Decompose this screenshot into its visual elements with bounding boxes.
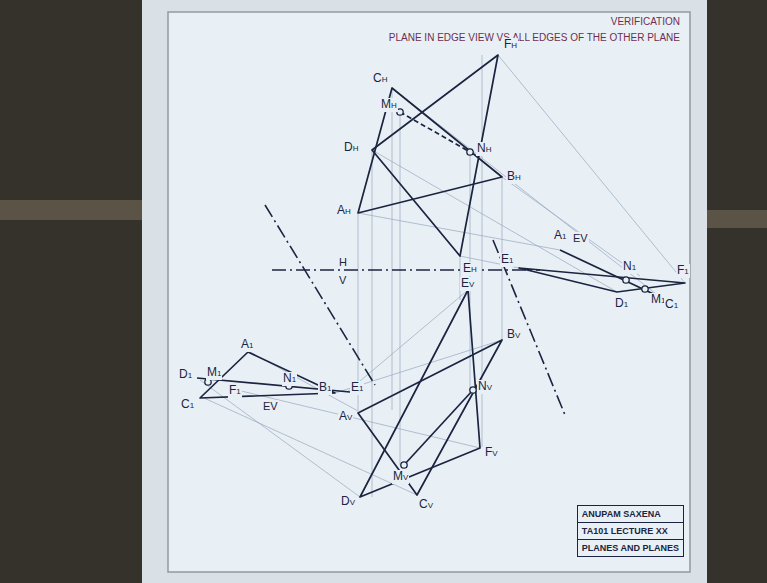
point-label: F1 [228,384,242,398]
point-label: EV [262,400,279,413]
point-label: A1 [240,338,254,352]
slide-title: VERIFICATION [611,16,680,28]
point-label: CH [372,72,388,86]
point-label: EV [572,232,589,245]
title-block-line: ANUPAM SAXENA [578,506,683,522]
point-label: EV [460,277,475,291]
point-label: E1 [350,381,364,395]
point-label: M1 [206,366,222,380]
point-label: N1 [282,372,297,386]
point-label: DH [343,141,359,155]
point-label: E1 [500,253,514,267]
point-label: DV [340,495,356,509]
point-label: D1 [614,297,629,311]
point-label: CV [418,498,434,512]
point-label: FV [484,446,499,460]
point-label: EH [462,262,478,276]
point-label: D1 [178,368,193,382]
point-label: C1 [664,298,679,312]
point-label: MV [392,470,409,484]
point-label: H [338,256,348,269]
point-label: BV [506,328,521,342]
point-label: V [338,274,347,287]
point-label: B1 [318,381,332,395]
point-label: FH [503,38,518,52]
point-label: N1 [622,260,637,274]
point-label: MH [380,98,398,112]
title-block-line: PLANES AND PLANES [578,539,683,556]
title-block-line: TA101 LECTURE XX [578,522,683,539]
point-label: AH [336,204,352,218]
point-label: AV [338,410,353,424]
slide-subtitle: PLANE IN EDGE VIEW VS ALL EDGES OF THE O… [389,32,680,44]
point-label: C1 [180,398,195,412]
point-label: BH [506,170,522,184]
point-label: A1 [553,229,567,243]
point-label: NH [476,142,492,156]
title-block: ANUPAM SAXENATA101 LECTURE XXPLANES AND … [577,505,684,557]
point-label: NV [477,380,493,394]
point-label: F1 [676,264,690,278]
